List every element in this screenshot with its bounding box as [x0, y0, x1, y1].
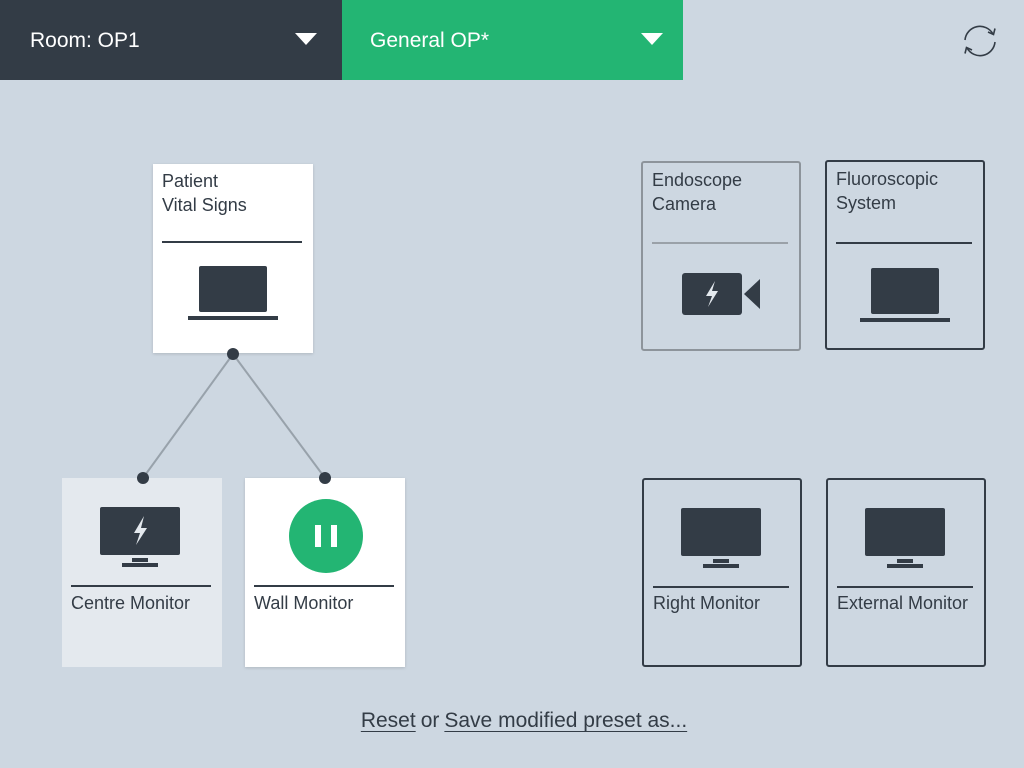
divider	[837, 586, 973, 588]
laptop-icon	[860, 268, 950, 322]
or-text: or	[420, 709, 440, 732]
preset-selector[interactable]: General OP*	[342, 0, 683, 80]
display-name: External Monitor	[837, 593, 969, 613]
source-patient-vital-signs[interactable]: Patient Vital Signs	[153, 164, 313, 353]
divider	[652, 242, 788, 244]
display-name: Wall Monitor	[254, 593, 354, 613]
input-port-dot	[319, 472, 331, 484]
display-external-monitor[interactable]: External Monitor	[826, 478, 986, 667]
divider	[836, 242, 972, 244]
display-name: Centre Monitor	[71, 593, 191, 613]
chevron-down-icon	[641, 33, 663, 45]
monitor-icon	[865, 508, 945, 568]
laptop-icon	[188, 266, 278, 320]
preset-label: General OP*	[370, 29, 490, 52]
chevron-down-icon	[295, 33, 317, 45]
pause-icon[interactable]	[289, 499, 363, 573]
display-right-monitor[interactable]: Right Monitor	[642, 478, 802, 667]
source-name: Endoscope Camera	[652, 170, 743, 214]
input-port-dot	[137, 472, 149, 484]
display-wall-monitor[interactable]: Wall Monitor	[245, 478, 405, 667]
divider	[653, 586, 789, 588]
room-label: Room: OP1	[30, 29, 140, 52]
display-centre-monitor[interactable]: Centre Monitor	[62, 478, 222, 667]
monitor-lightning-icon	[100, 507, 180, 567]
divider	[254, 585, 394, 587]
display-name: Right Monitor	[653, 593, 761, 613]
source-name: Patient Vital Signs	[162, 171, 247, 215]
divider	[162, 241, 302, 243]
save-preset-link[interactable]: Save modified preset as...	[444, 709, 688, 732]
source-fluoroscopic-system[interactable]: Fluoroscopic System	[825, 160, 985, 350]
source-name: Fluoroscopic System	[836, 169, 939, 213]
refresh-icon[interactable]	[958, 22, 1002, 60]
reset-link[interactable]: Reset	[360, 709, 416, 732]
divider	[71, 585, 211, 587]
source-endoscope-camera[interactable]: Endoscope Camera	[641, 161, 801, 351]
output-port-dot	[227, 348, 239, 360]
monitor-icon	[681, 508, 761, 568]
video-camera-icon	[682, 273, 760, 315]
room-selector[interactable]: Room: OP1	[0, 0, 342, 80]
